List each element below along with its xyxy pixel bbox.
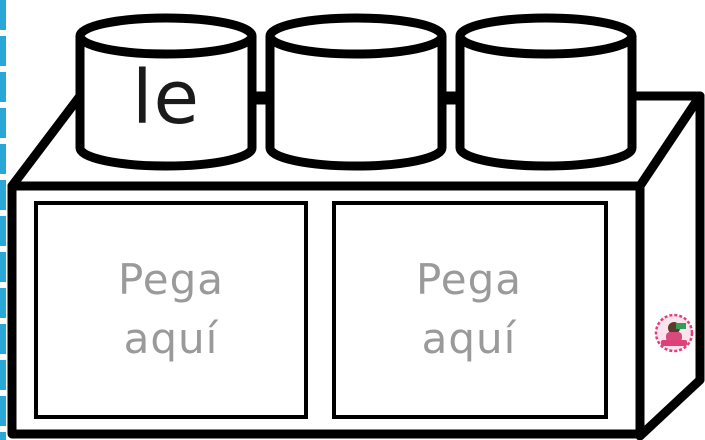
paste-here-line2: aquí (422, 310, 517, 369)
paste-here-line1: Pega (416, 251, 522, 310)
cylinder-1-label: le (76, 58, 256, 138)
cylinder-2-label (266, 58, 446, 138)
paste-here-line1: Pega (118, 251, 224, 310)
author-logo-icon (654, 313, 694, 353)
paste-here-line2: aquí (124, 310, 219, 369)
paste-here-zone-2[interactable]: Pega aquí (334, 203, 604, 417)
cylinder-3-label (456, 58, 636, 138)
paste-here-zone-1[interactable]: Pega aquí (36, 203, 306, 417)
